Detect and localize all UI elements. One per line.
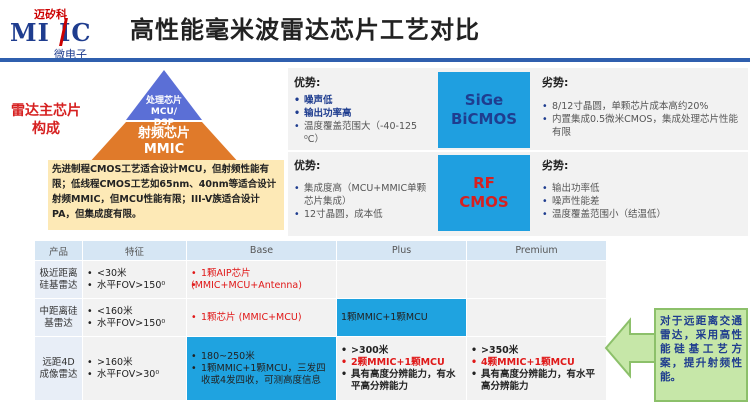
plus-cell: >300米 2颗MMIC+1颗MCU 具有高度分辨能力，有水平高分辨能力 xyxy=(336,336,467,401)
plus-item: 具有高度分辨能力，有水平高分辨能力 xyxy=(341,369,462,393)
feature-item: <160米 xyxy=(87,306,182,318)
sige-advantages-title: 优势: xyxy=(294,76,321,89)
base-item: 180~250米 xyxy=(191,351,332,363)
page-title: 高性能毫米波雷达芯片工艺对比 xyxy=(130,16,480,44)
rf-badge-line2: CMOS xyxy=(459,193,509,211)
base-item: 1颗MMIC+1颗MCU，三发四收或4发四收，可测高度信息 xyxy=(191,363,332,387)
premium-item: 4颗MMIC+1颗MCU xyxy=(471,357,602,369)
table-row: 远距4D成像雷达 >160米 水平FOV>30⁰ 180~250米 1颗MMIC… xyxy=(34,336,607,401)
product-cell: 中距离硅基雷达 xyxy=(34,298,83,337)
cmos-disadvantages-list: 输出功率低 噪声性能差 温度覆盖范围小（结温低） xyxy=(542,182,742,221)
feature-item: 水平FOV>150⁰ xyxy=(87,318,182,330)
radar-label-line1: 雷达主芯片 xyxy=(11,103,81,119)
plus-cell-text: 1颗MMIC+1颗MCU xyxy=(341,311,428,323)
base-item-sub: (MMIC+MCU+Antenna) xyxy=(191,280,332,292)
feature-item: 水平FOV>30⁰ xyxy=(87,369,182,381)
pyramid-top-line3: DSP xyxy=(153,118,175,128)
pyramid-top-layer xyxy=(126,70,202,120)
sige-disadvantages-list: 8/12寸晶圆，单颗芯片成本高约20% 内置集成0.5微米CMOS，集成处理芯片… xyxy=(542,100,742,139)
table-row: 中距离硅基雷达 <160米 水平FOV>150⁰ 1颗芯片 (MMIC+MCU)… xyxy=(34,298,607,337)
col-header-premium: Premium xyxy=(466,240,607,261)
sige-advantages-list: 噪声低 输出功率高 温度覆盖范围大（-40-125 ⁰C） xyxy=(294,94,434,146)
plus-cell-highlight: 1颗MMIC+1颗MCU xyxy=(336,298,467,337)
col-header-base: Base xyxy=(186,240,337,261)
cmos-disadvantage-item: 输出功率低 xyxy=(542,182,742,195)
plus-item: 2颗MMIC+1颗MCU xyxy=(341,357,462,369)
cmos-disadvantages-title: 劣势: xyxy=(542,159,569,172)
col-header-plus: Plus xyxy=(336,240,467,261)
logo-top-text: 迈矽科 xyxy=(34,8,67,21)
logo-main-text: MI IC xyxy=(10,18,92,47)
base-cell: 1颗AIP芯片 (MMIC+MCU+Antenna) xyxy=(186,260,337,299)
pyramid-top-text: 处理芯片 MCU/ DSP xyxy=(126,96,202,129)
base-item: 1颗AIP芯片 xyxy=(191,268,332,280)
radar-label-line2: 构成 xyxy=(32,121,60,137)
feature-cell: >160米 水平FOV>30⁰ xyxy=(82,336,187,401)
sige-badge-line2: BiCMOS xyxy=(450,110,518,128)
premium-cell: >350米 4颗MMIC+1颗MCU 具有高度分辨能力，有水平高分辨能力 xyxy=(466,336,607,401)
feature-item: >160米 xyxy=(87,357,182,369)
feature-item: 水平FOV>150⁰ xyxy=(87,280,182,292)
base-cell: 1颗芯片 (MMIC+MCU) xyxy=(186,298,337,337)
feature-item: <30米 xyxy=(87,268,182,280)
process-description-box: 先进制程CMOS工艺适合设计MCU，但射频性能有限；低线程CMOS工艺如65nm… xyxy=(48,160,284,230)
comparison-divider xyxy=(288,150,748,152)
header-divider xyxy=(0,58,750,62)
cmos-disadvantage-item: 噪声性能差 xyxy=(542,195,742,208)
table-row: 极近距离硅基雷达 <30米 水平FOV>150⁰ 1颗AIP芯片 (MMIC+M… xyxy=(34,260,607,299)
cmos-advantage-item: 12寸晶圆，成本低 xyxy=(294,208,434,221)
recommendation-callout: 对于远距离交通雷达，采用高性能硅基工艺方案，提升射频性能。 xyxy=(654,308,748,402)
sige-bicmos-badge: SiGe BiCMOS xyxy=(438,72,530,148)
cmos-advantage-item: 集成度高（MCU+MMIC单颗芯片集成） xyxy=(294,182,434,208)
base-item: 1颗芯片 (MMIC+MCU) xyxy=(191,312,332,324)
plus-cell xyxy=(336,260,467,299)
left-arrow-icon xyxy=(604,317,657,379)
product-cell: 极近距离硅基雷达 xyxy=(34,260,83,299)
col-header-product: 产品 xyxy=(34,240,83,261)
sige-disadvantage-item: 内置集成0.5微米CMOS，集成处理芯片性能有限 xyxy=(542,113,742,139)
pyramid-bottom-text: 射频芯片 MMIC xyxy=(104,126,224,158)
logo-sub-text: 微电子 xyxy=(54,48,87,61)
sige-disadvantages-title: 劣势: xyxy=(542,76,569,89)
premium-cell xyxy=(466,260,607,299)
product-cell: 远距4D成像雷达 xyxy=(34,336,83,401)
company-logo: 迈矽科 MI IC 微电子 xyxy=(10,4,108,61)
base-cell-highlight: 180~250米 1颗MMIC+1颗MCU，三发四收或4发四收，可测高度信息 xyxy=(186,336,337,401)
sige-advantage-item: 输出功率高 xyxy=(294,107,434,120)
rf-badge-line1: RF xyxy=(473,174,495,192)
pyramid-bottom-line2: MMIC xyxy=(143,142,185,157)
base-item-sub-text: (MMIC+MCU+Antenna) xyxy=(191,279,302,291)
radar-chip-label: 雷达主芯片 构成 xyxy=(6,102,86,138)
pyramid-top-line1: 处理芯片 xyxy=(145,96,182,106)
sige-advantage-item: 温度覆盖范围大（-40-125 ⁰C） xyxy=(294,120,434,146)
cmos-disadvantage-item: 温度覆盖范围小（结温低） xyxy=(542,208,742,221)
pyramid-bottom-line1: 射频芯片 xyxy=(137,126,190,141)
premium-item: 具有高度分辨能力，有水平高分辨能力 xyxy=(471,369,602,393)
pyramid-top-line2: MCU/ xyxy=(150,107,178,117)
col-header-feature: 特征 xyxy=(82,240,187,261)
product-comparison-table: 产品 特征 Base Plus Premium 极近距离硅基雷达 <30米 水平… xyxy=(34,240,607,401)
plus-item: >300米 xyxy=(341,345,462,357)
sige-badge-line1: SiGe xyxy=(464,91,504,109)
feature-cell: <160米 水平FOV>150⁰ xyxy=(82,298,187,337)
table-header-row: 产品 特征 Base Plus Premium xyxy=(34,240,607,261)
sige-advantage-item: 噪声低 xyxy=(294,94,434,107)
chip-pyramid-diagram xyxy=(88,70,240,164)
cmos-advantages-list: 集成度高（MCU+MMIC单颗芯片集成） 12寸晶圆，成本低 xyxy=(294,182,434,221)
rf-cmos-badge: RF CMOS xyxy=(438,155,530,231)
premium-cell xyxy=(466,298,607,337)
cmos-advantages-title: 优势: xyxy=(294,159,321,172)
pyramid-bottom-layer xyxy=(88,122,240,164)
feature-cell: <30米 水平FOV>150⁰ xyxy=(82,260,187,299)
sige-disadvantage-item: 8/12寸晶圆，单颗芯片成本高约20% xyxy=(542,100,742,113)
premium-item: >350米 xyxy=(471,345,602,357)
